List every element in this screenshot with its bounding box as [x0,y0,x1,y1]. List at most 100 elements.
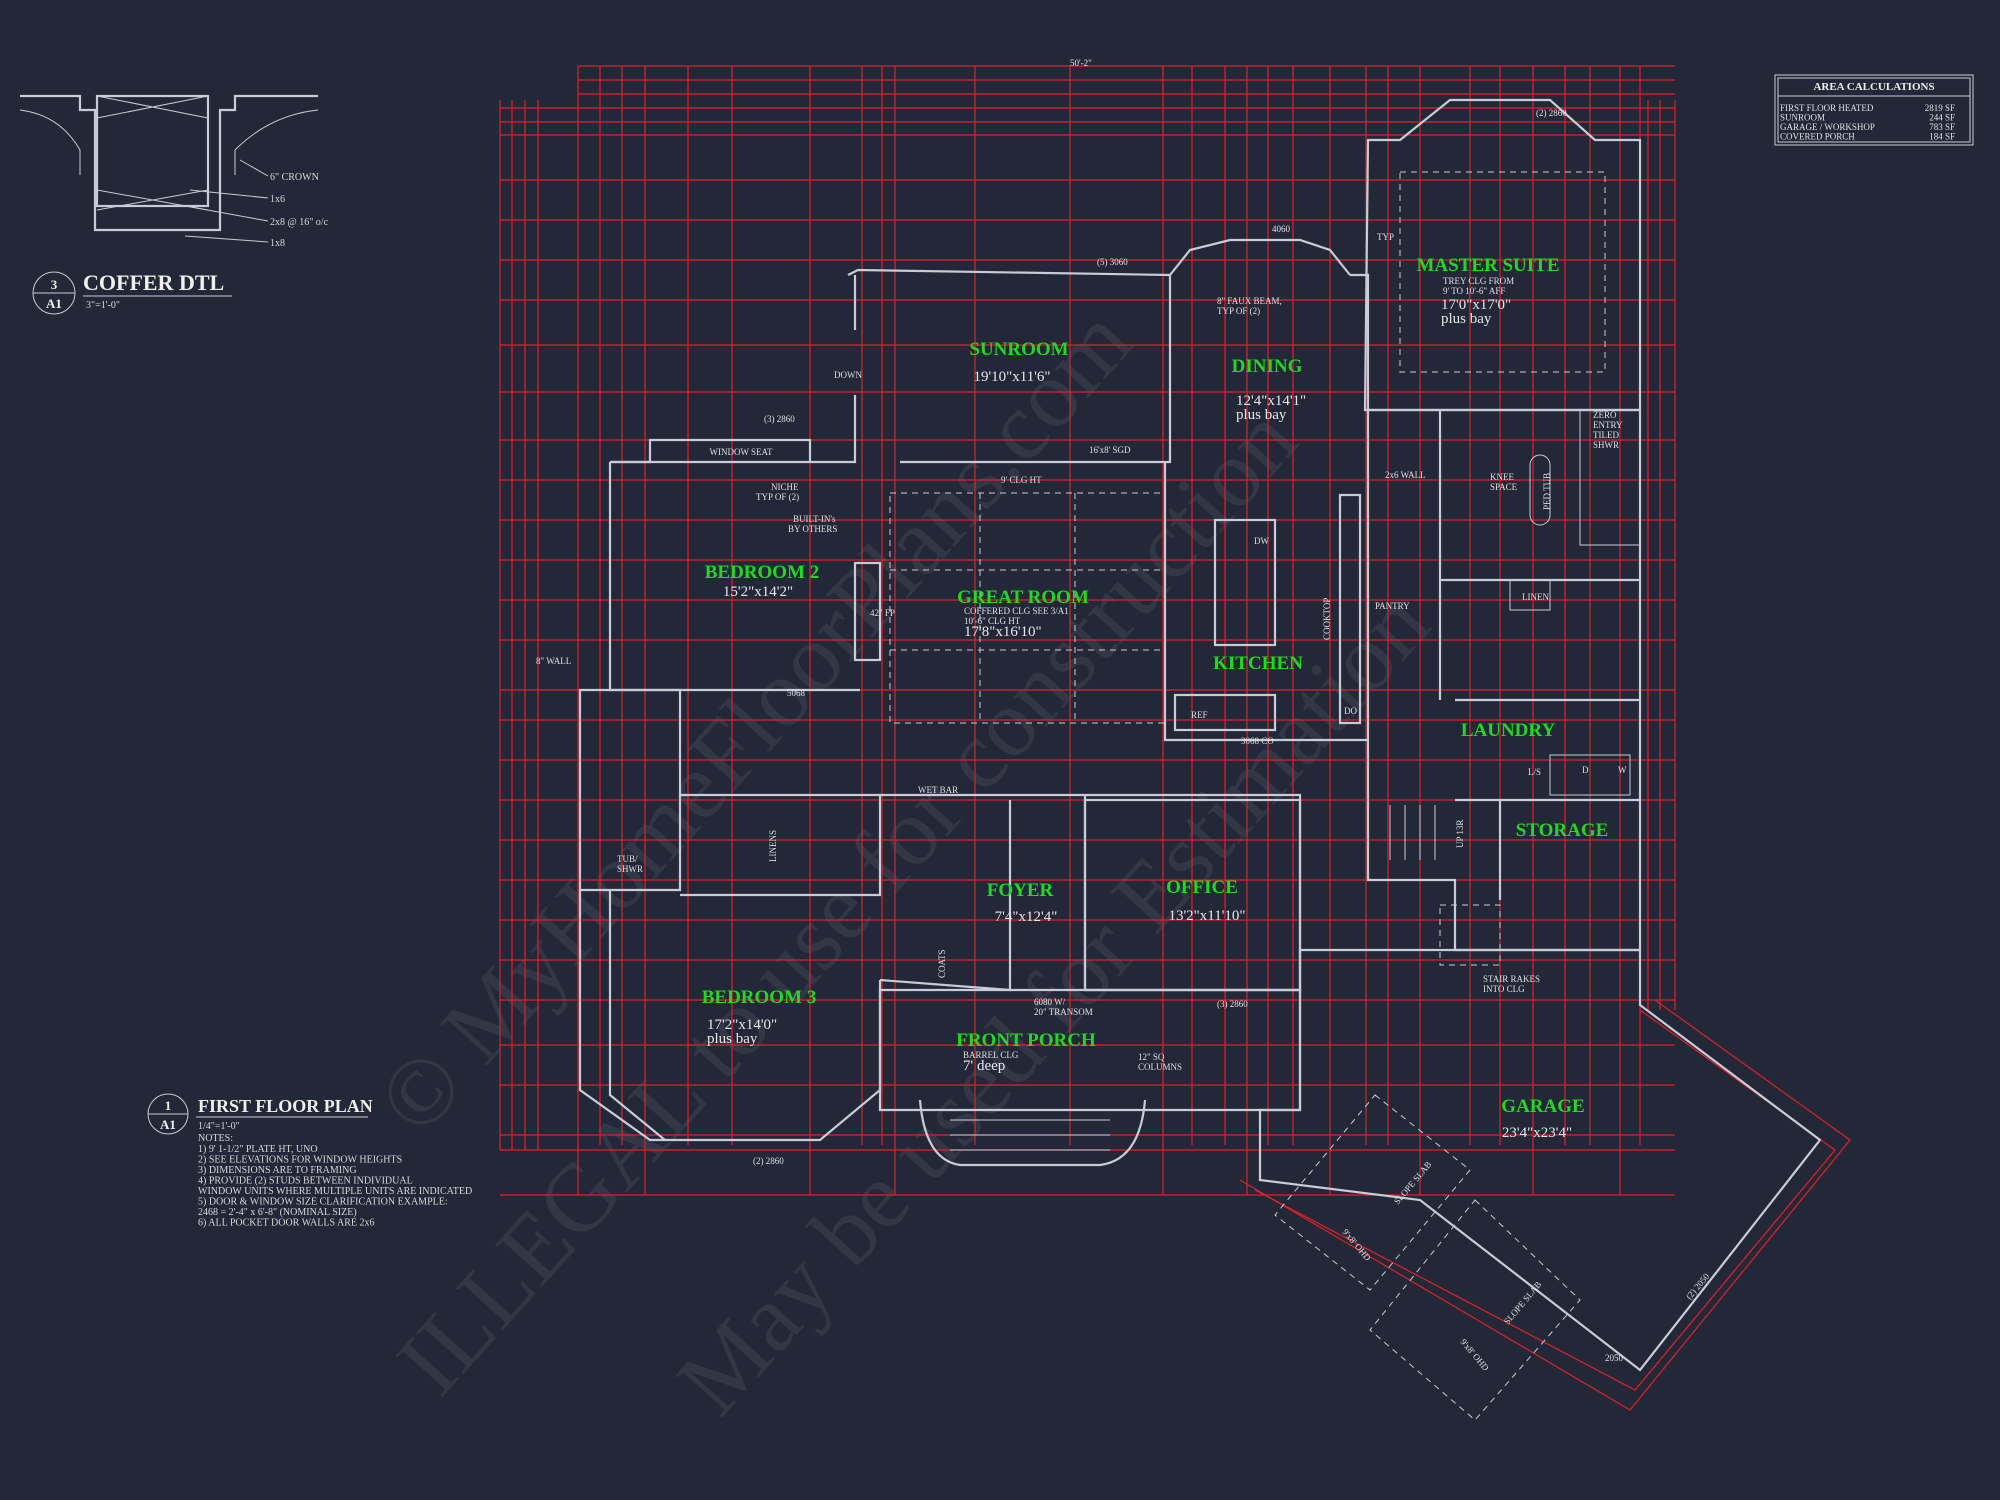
label-coats: COATS [937,949,947,978]
plan-sheet: A1 [160,1117,176,1132]
label-br2-windows: (3) 2860 [764,414,795,424]
room-laundry: LAUNDRY [1461,720,1556,741]
label-knee-2: SPACE [1490,482,1518,492]
label-dryer: D [1582,765,1589,775]
coffer-note-joists: 2x8 @ 16" o/c [270,217,329,228]
label-wet-bar: WET BAR [918,785,958,795]
room-master: MASTER SUITE [1416,255,1559,276]
label-slope-slab-2: SLOPE SLAB [1502,1279,1544,1326]
dimension-line [1254,1009,1836,1391]
label-cooktop: COOKTOP [1322,598,1332,640]
room-bedroom2: BEDROOM 2 [705,562,820,583]
label-office-windows: (3) 2860 [1217,999,1248,1009]
label-8in-wall: 8" WALL [536,656,571,666]
plan-note: 1) 9' 1-1/2" PLATE HT, UNO [198,1144,318,1155]
plan-notes-header: NOTES: [198,1133,233,1144]
room-dining: DINING [1232,356,1303,377]
room-bedroom3-extra: plus bay [707,1031,758,1047]
room-foyer-size: 7'4"x12'4" [995,909,1058,925]
label-clg-ht: 9' CLG HT [1001,475,1042,485]
label-columns: 12" SQ [1138,1052,1165,1062]
room-master-note1: TREY CLG FROM [1443,276,1514,286]
label-ref: REF [1191,710,1208,720]
room-porch-note2: 7' deep [963,1058,1005,1074]
room-sunroom-size: 19'10"x11'6" [973,369,1050,385]
room-foyer: FOYER [987,880,1054,901]
label-master-bay-windows: (2) 2860 [1536,108,1567,118]
label-stair-rakes-2: INTO CLG [1483,984,1525,994]
label-2x6-wall-master: 2x6 WALL [1385,470,1426,480]
plan-title-block: 1 A1 FIRST FLOOR PLAN 1/4"=1'-0" NOTES: … [147,1093,472,1229]
label-washer: W [1618,765,1627,775]
label-window-seat: WINDOW SEAT [709,447,773,457]
label-linens: LINENS [768,830,778,862]
label-ohd-1: 9'x8' OHD [1340,1227,1373,1263]
detail-sheet: A1 [46,296,62,311]
area-calc-title: AREA CALCULATIONS [1813,81,1934,93]
label-shwr: SHWR [1593,440,1619,450]
label-ohd-2: 9'x8' OHD [1458,1337,1491,1373]
label-tub-shwr-2: SHWR [617,864,643,874]
room-storage: STORAGE [1516,820,1609,841]
plan-note: 4) PROVIDE (2) STUDS BETWEEN INDIVIDUAL [198,1176,413,1187]
label-faux-beam-2: TYP OF (2) [1217,306,1260,316]
room-office: OFFICE [1166,877,1238,898]
room-sunroom: SUNROOM [969,339,1068,360]
walls [578,98,1822,1421]
label-sunroom-windows: (5) 3060 [1097,257,1128,267]
room-garage: GARAGE [1501,1096,1584,1117]
room-master-size: 17'0"x17'0" [1441,297,1511,313]
room-bedroom2-size: 15'2"x14'2" [723,584,793,600]
label-br3-bay-windows: (2) 2860 [753,1156,784,1166]
label-sgd: 16'x8' SGD [1089,445,1131,455]
label-typ: TYP [1377,232,1394,242]
label-niche-2: TYP OF (2) [756,492,799,502]
room-dining-size: 12'4"x14'1" [1236,393,1306,409]
coffer-detail: 6" CROWN 1x6 2x8 @ 16" o/c 1x8 3 A1 COFF… [19,94,329,315]
label-transom: 6080 W/ [1034,997,1066,1007]
room-office-size: 13'2"x11'10" [1168,908,1245,924]
plan-number: 1 [165,1098,172,1113]
label-3068-co: 3068 CO [1241,736,1274,746]
label-pantry: PANTRY [1375,601,1410,611]
label-ped-tub: PED TUB [1542,473,1552,510]
label-5068: 5068 [787,688,806,698]
room-porch: FRONT PORCH [956,1030,1096,1051]
room-greatroom-note2: 10'-6" CLG HT [964,616,1021,626]
room-garage-size: 23'4"x23'4" [1502,1125,1572,1141]
area-row-label: SUNROOM [1780,113,1825,123]
label-linen: LINEN [1522,592,1549,602]
room-greatroom-note1: COFFERED CLG SEE 3/A1 [964,606,1069,616]
area-row-value: 244 SF [1929,113,1955,123]
area-row-value: 184 SF [1929,132,1955,142]
room-porch-note1: BARREL CLG [963,1050,1019,1060]
label-faux-beam: 8" FAUX BEAM, [1217,296,1282,306]
label-tub-shwr: TUB/ [617,854,638,864]
coffer-note-1x8: 1x8 [270,238,285,249]
label-laundry-sink: L/S [1528,767,1541,777]
room-labels: SUNROOM 19'10"x11'6" DINING 12'4"x14'1" … [702,255,1609,1141]
room-kitchen: KITCHEN [1213,653,1303,674]
label-stair-rakes: STAIR RAKES [1483,974,1540,984]
plan-note: 6) ALL POCKET DOOR WALLS ARE 2x6 [198,1218,375,1229]
plan-title: FIRST FLOOR PLAN [198,1096,373,1116]
label-fireplace: 42" FP [870,608,895,618]
label-zero: ZERO [1593,410,1617,420]
label-tiled: TILED [1593,430,1619,440]
label-columns-2: COLUMNS [1138,1062,1182,1072]
room-bedroom3: BEDROOM 3 [702,987,817,1008]
label-entry: ENTRY [1593,420,1623,430]
watermark: © MyHomeFloorPlans.com ILLEGAL to use fo… [356,287,1449,1434]
room-greatroom: GREAT ROOM [957,587,1089,608]
area-row-label: GARAGE / WORKSHOP [1780,122,1875,132]
label-do: DO [1344,706,1357,716]
label-builtin: BUILT-IN's [793,514,836,524]
plan-note: 3) DIMENSIONS ARE TO FRAMING [198,1165,357,1176]
room-master-extra: plus bay [1441,311,1492,327]
area-row-label: FIRST FLOOR HEATED [1780,103,1874,113]
dimension-line [1239,999,1851,1411]
room-greatroom-size: 17'8"x16'10" [964,624,1042,640]
room-master-note2: 9' TO 10'-6" AFF [1443,286,1505,296]
